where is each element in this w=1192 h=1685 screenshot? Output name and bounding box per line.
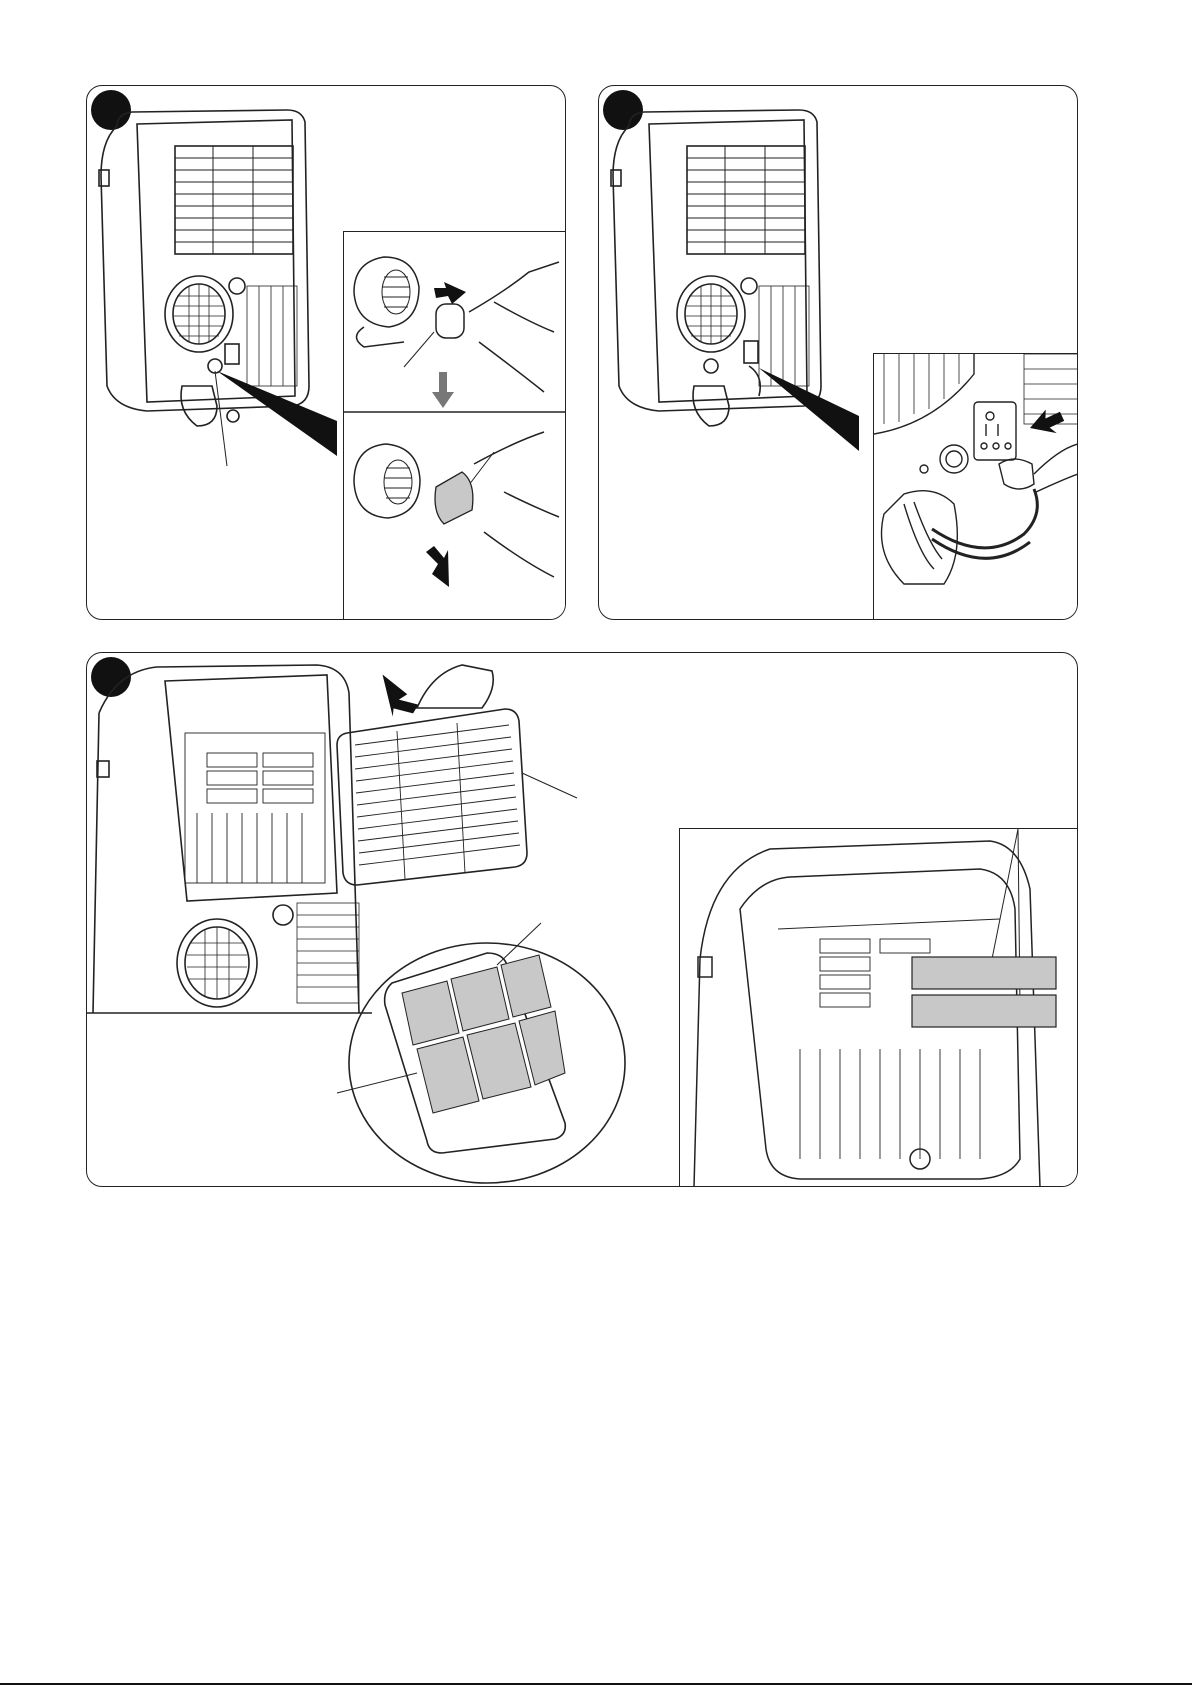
figure-3-panel (86, 652, 1078, 1187)
figure-2-panel (598, 85, 1078, 620)
figure-2-inset (873, 353, 1078, 620)
figure-1-inset (343, 231, 566, 620)
figure-3-inset (679, 828, 1078, 1187)
figure-2-inset-drawing (874, 354, 1078, 620)
figure-1-panel (86, 85, 566, 620)
figure-1-inset-drawing (344, 232, 566, 620)
figure-3-inset-drawing (680, 829, 1078, 1187)
